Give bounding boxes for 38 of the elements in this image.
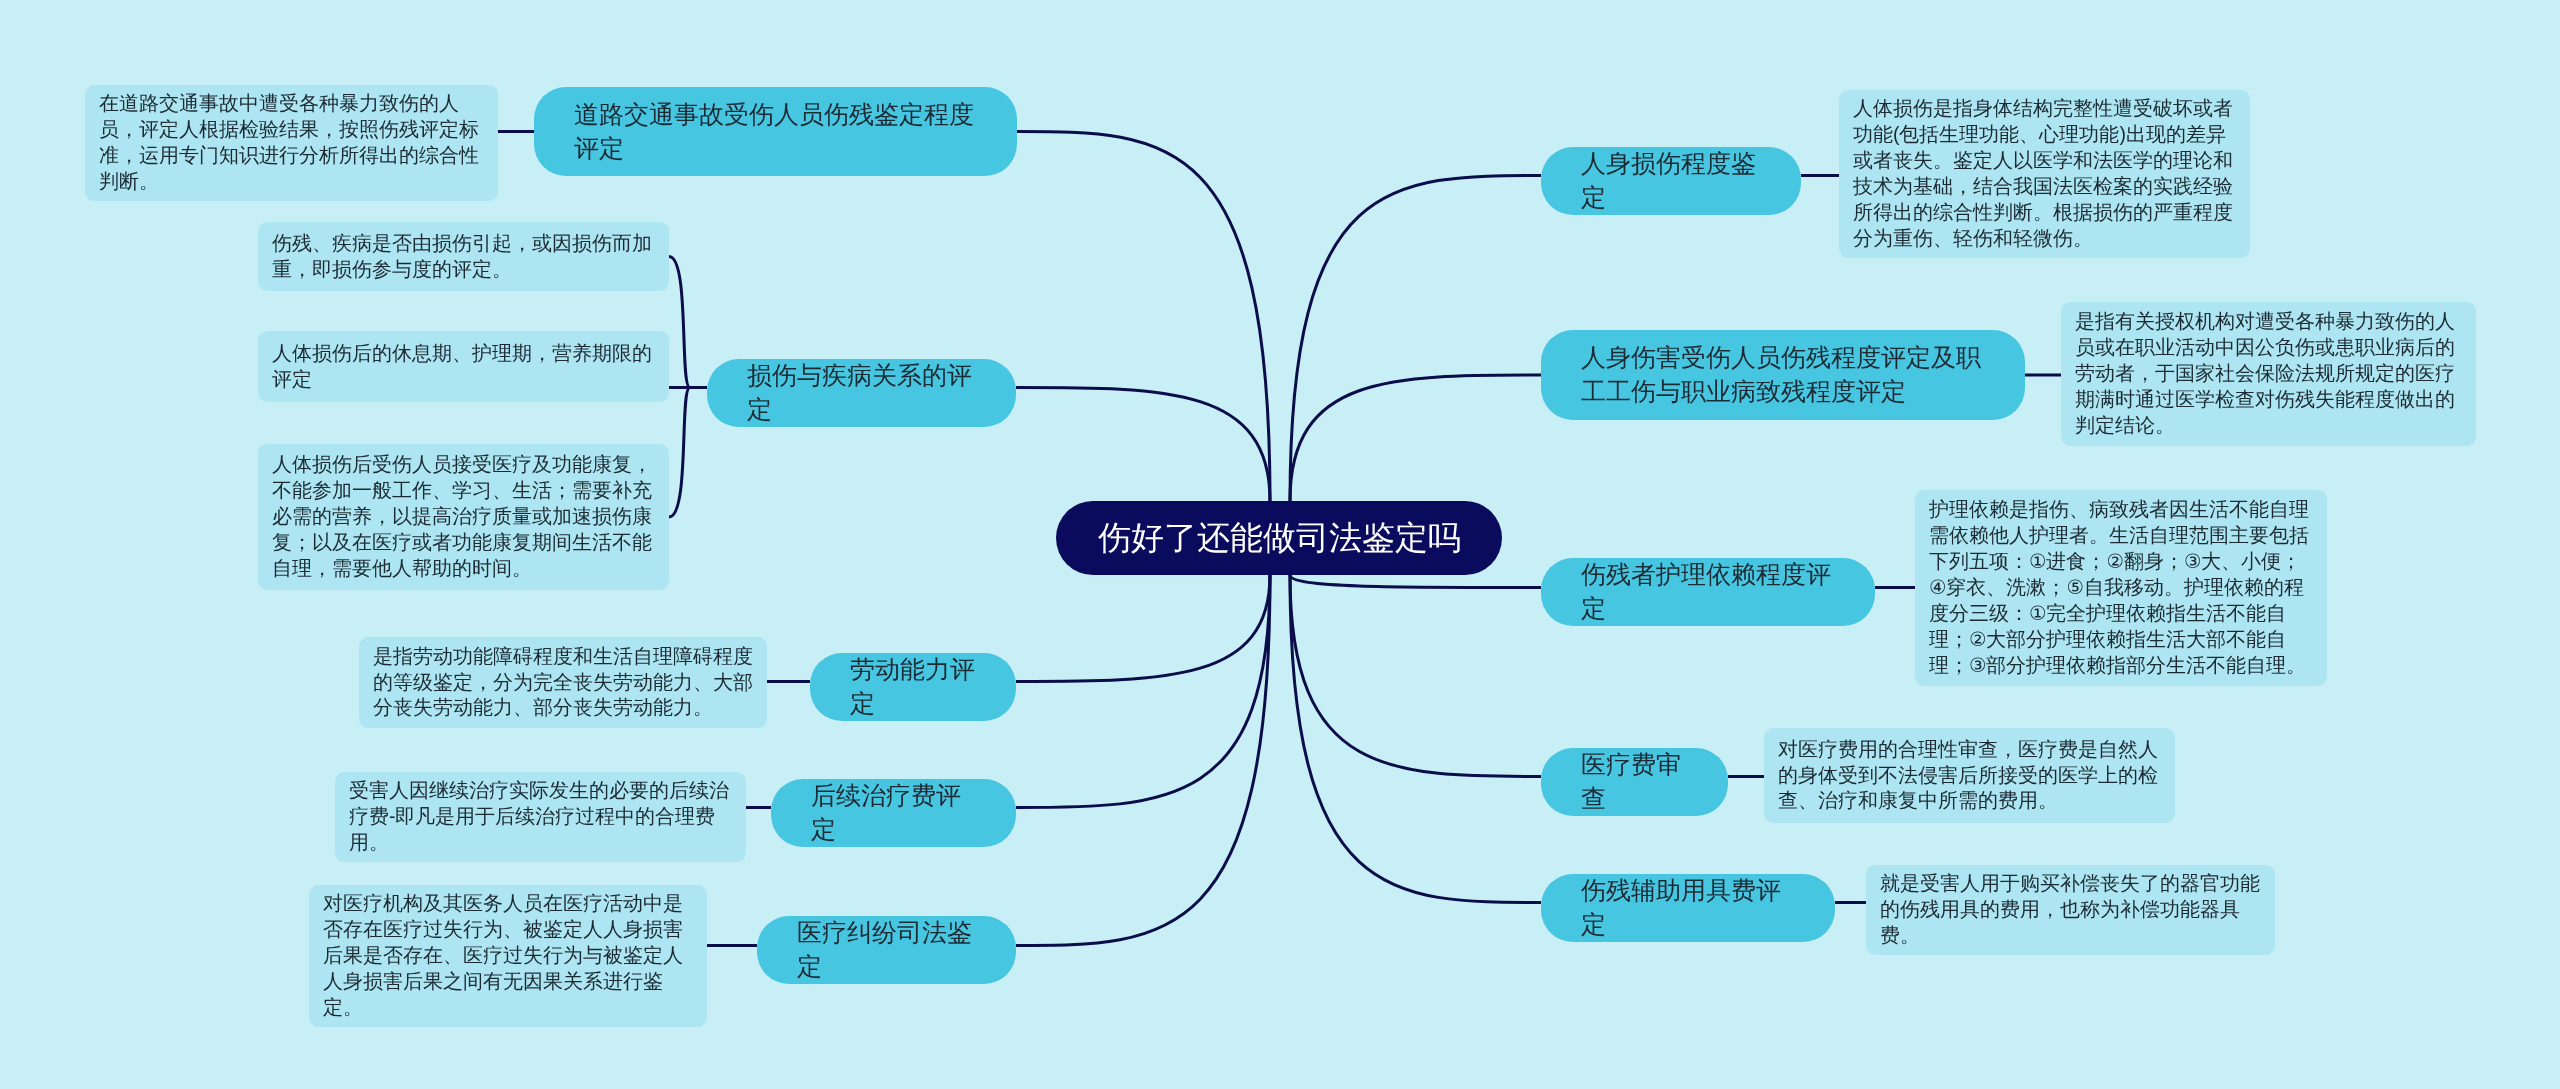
topic-box: 后续治疗费评定 [771, 779, 1016, 847]
connector-line [1016, 386, 1272, 502]
detail-box: 受害人因继续治疗实际发生的必要的后续治疗费-即凡是用于后续治疗过程中的合理费用。 [335, 772, 746, 862]
connector-line [1288, 174, 1541, 502]
detail-box: 人体损伤后受伤人员接受医疗及功能康复，不能参加一般工作、学习、生活；需要补充必需的营养，以提高治疗质量或加速损伤康复；以及在医疗或者功能康复期间生活不能自理，需要他人帮助的时间。 [258, 444, 669, 590]
topic-box: 道路交通事故受伤人员伤残鉴定程度评定 [534, 87, 1017, 176]
detail-box: 对医疗机构及其医务人员在医疗活动中是否存在医疗过失行为、被鉴定人人身损害后果是否存在、医疗过失行为与被鉴定人人身损害后果之间有无因果关系进行鉴定。 [309, 885, 707, 1027]
detail-box: 伤残、疾病是否由损伤引起，或因损伤而加重，即损伤参与度的评定。 [258, 222, 669, 291]
connector-line [1728, 775, 1764, 778]
detail-box: 人体损伤是指身体结构完整性遭受破坏或者功能(包括生理功能、心理功能)出现的差异或者丧失。鉴定人以医学和法医学的理论和技术为基础，结合我国法医检案的实践经验所得出的综合性判断。根据损伤的严重程度分为重伤、轻伤和轻微伤。 [1839, 90, 2250, 258]
detail-box: 是指劳动功能障碍程度和生活自理障碍程度的等级鉴定，分为完全丧失劳动能力、大部分丧失劳动能力、部分丧失劳动能力。 [359, 637, 767, 728]
detail-box: 对医疗费用的合理性审查，医疗费是自然人的身体受到不法侵害后所接受的医学上的检查、治疗和康复中所需的费用。 [1764, 728, 2175, 823]
topic-box: 损伤与疾病关系的评定 [707, 359, 1016, 427]
detail-box: 护理依赖是指伤、病致残者因生活不能自理需依赖他人护理者。生活自理范围主要包括下列五项：①进食；②翻身；③大、小便；④穿衣、洗漱；⑤自我移动。护理依赖的程度分三级：①完全护理依赖指生活不能自理；②大部分护理依赖指生活大部不能自理；③部分护理依赖指部分生活不能自理。 [1915, 490, 2327, 686]
connector-line [1801, 174, 1839, 177]
topic-box: 伤残辅助用具费评定 [1541, 874, 1835, 942]
topic-box: 医疗费审查 [1541, 748, 1728, 816]
topic-box: 人身伤害受伤人员伤残程度评定及职工工伤与职业病致残程度评定 [1541, 330, 2025, 420]
connector-line [2025, 373, 2061, 377]
detail-box: 是指有关授权机构对遭受各种暴力致伤的人员或在职业活动中因公负伤或患职业病后的劳动者，于国家社会保险法规所规定的医疗期满时通过医学检查对伤残失能程度做出的判定结论。 [2061, 302, 2476, 446]
topic-box: 人身损伤程度鉴定 [1541, 147, 1801, 215]
connector-line [1835, 901, 1866, 904]
topic-box: 伤残者护理依赖程度评定 [1541, 558, 1875, 626]
connector-line [1288, 574, 1541, 904]
connector-line [767, 680, 810, 683]
topic-box: 劳动能力评定 [810, 653, 1016, 721]
detail-box: 人体损伤后的休息期、护理期，营养期限的评定 [258, 331, 669, 402]
detail-box: 就是受害人用于购买补偿丧失了的器官功能的伤残用具的费用，也称为补偿功能器具费。 [1866, 865, 2275, 955]
connector-line [707, 944, 757, 947]
connector-line [498, 130, 534, 133]
central-topic: 伤好了还能做司法鉴定吗 [1056, 501, 1502, 575]
connector-line [1016, 574, 1272, 947]
connector-line [1288, 373, 1541, 502]
detail-box: 在道路交通事故中遭受各种暴力致伤的人员，评定人根据检验结果，按照伤残评定标准，运用专门知识进行分析所得出的综合性判断。 [85, 85, 498, 201]
connector-line [746, 806, 771, 809]
topic-box: 医疗纠纷司法鉴定 [757, 916, 1016, 984]
connector-line [1875, 586, 1915, 589]
connector-line [668, 386, 707, 519]
